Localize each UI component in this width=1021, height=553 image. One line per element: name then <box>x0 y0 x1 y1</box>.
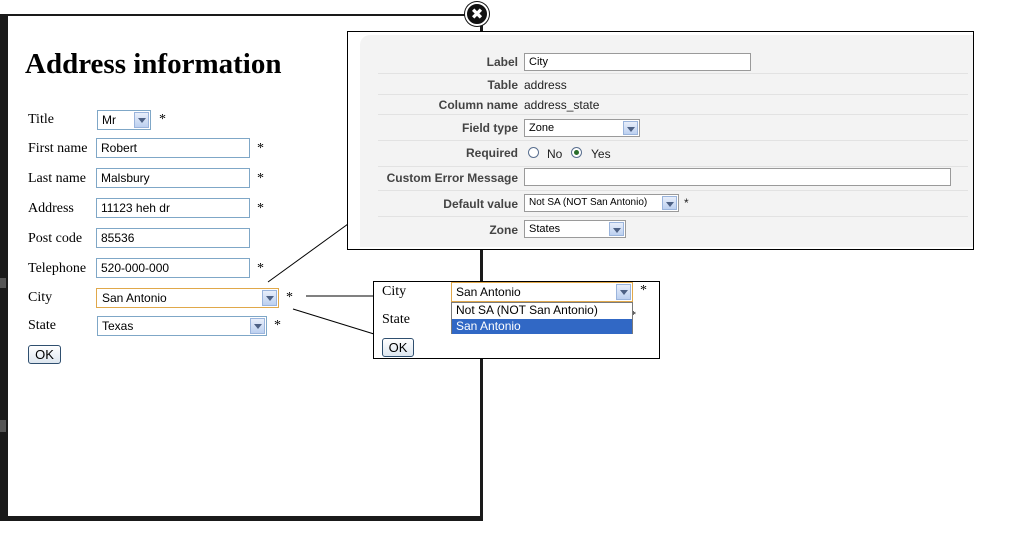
config-table-value: address <box>524 78 567 92</box>
required-marker: * <box>274 318 281 333</box>
config-column-label: Column name <box>438 98 518 112</box>
title-select[interactable]: Mr <box>97 110 151 130</box>
zoom-ok-button[interactable]: OK <box>382 338 414 357</box>
zoom-state-label: State <box>382 312 410 327</box>
config-zone-label: Zone <box>489 223 518 237</box>
config-label-input[interactable]: City <box>524 53 751 71</box>
address-field[interactable]: 11123 heh dr <box>96 198 250 218</box>
required-marker: * <box>257 201 264 216</box>
page-title: Address information <box>25 48 282 80</box>
state-select[interactable]: Texas <box>97 316 267 336</box>
field-type-select[interactable]: Zone <box>524 119 640 137</box>
city-select-value: San Antonio <box>102 291 167 305</box>
background-edge <box>0 420 6 432</box>
zoom-city-label: City <box>382 284 407 299</box>
config-column-value: address_state <box>524 98 600 112</box>
required-marker: * <box>257 261 264 276</box>
chevron-down-icon[interactable] <box>623 121 638 135</box>
post-code-field[interactable]: 85536 <box>96 228 250 248</box>
address-label: Address <box>28 201 74 216</box>
config-field-type-label: Field type <box>461 121 518 135</box>
config-table-label: Table <box>487 78 518 92</box>
required-yes-label: Yes <box>591 147 611 161</box>
first-name-label: First name <box>28 141 88 156</box>
config-custom-error-label: Custom Error Message <box>386 171 518 185</box>
config-row-field-type <box>378 114 968 141</box>
zone-select[interactable]: States <box>524 220 626 238</box>
last-name-label: Last name <box>28 171 86 186</box>
zone-value: States <box>529 223 561 235</box>
chevron-down-icon[interactable] <box>262 290 277 306</box>
connector-line <box>267 223 349 283</box>
city-option-selected[interactable]: San Antonio <box>452 319 632 334</box>
chevron-down-icon[interactable] <box>609 222 624 236</box>
background-edge <box>0 278 6 288</box>
telephone-label: Telephone <box>28 261 87 276</box>
required-marker: * <box>257 171 264 186</box>
connector-line <box>292 308 375 335</box>
required-no-radio[interactable] <box>528 147 539 158</box>
config-required-label: Required <box>465 146 518 160</box>
required-marker: * <box>631 310 636 321</box>
chevron-down-icon[interactable] <box>250 318 265 334</box>
city-label: City <box>28 290 53 305</box>
chevron-down-icon[interactable] <box>616 284 631 300</box>
required-marker: * <box>159 112 166 127</box>
zoom-city-select[interactable]: San Antonio <box>451 282 633 302</box>
close-icon[interactable]: ✖ <box>465 2 489 26</box>
title-label: Title <box>28 112 54 127</box>
state-label: State <box>28 318 56 333</box>
field-type-value: Zone <box>529 122 555 134</box>
config-row-column <box>378 94 968 115</box>
config-row-required <box>378 140 968 167</box>
chevron-down-icon[interactable] <box>662 196 677 210</box>
required-marker: * <box>640 283 647 298</box>
first-name-field[interactable]: Robert <box>96 138 250 158</box>
required-marker: * <box>257 141 264 156</box>
required-no-label: No <box>547 147 563 161</box>
chevron-down-icon[interactable] <box>134 112 149 128</box>
telephone-field[interactable]: 520-000-000 <box>96 258 250 278</box>
required-yes-radio[interactable] <box>571 147 582 158</box>
default-value-select[interactable]: Not SA (NOT San Antonio) <box>524 194 679 212</box>
config-row-label <box>378 51 968 74</box>
city-dropdown-list: Not SA (NOT San Antonio) San Antonio <box>451 302 633 334</box>
config-row-custom-error <box>378 166 968 191</box>
config-label-label: Label <box>486 55 518 69</box>
required-marker: * <box>684 196 689 210</box>
zoom-city-value: San Antonio <box>456 285 521 299</box>
title-select-value: Mr <box>102 113 116 127</box>
required-marker: * <box>286 290 293 305</box>
city-option[interactable]: Not SA (NOT San Antonio) <box>456 303 598 317</box>
config-row-default <box>378 190 968 217</box>
custom-error-input[interactable] <box>524 168 951 186</box>
config-row-table <box>378 74 968 95</box>
default-value-value: Not SA (NOT San Antonio) <box>529 197 648 208</box>
state-select-value: Texas <box>102 319 134 333</box>
ok-button[interactable]: OK <box>28 345 61 364</box>
city-select[interactable]: San Antonio <box>96 288 279 308</box>
config-default-label: Default value <box>443 197 518 211</box>
post-code-label: Post code <box>28 231 83 246</box>
last-name-field[interactable]: Malsbury <box>96 168 250 188</box>
